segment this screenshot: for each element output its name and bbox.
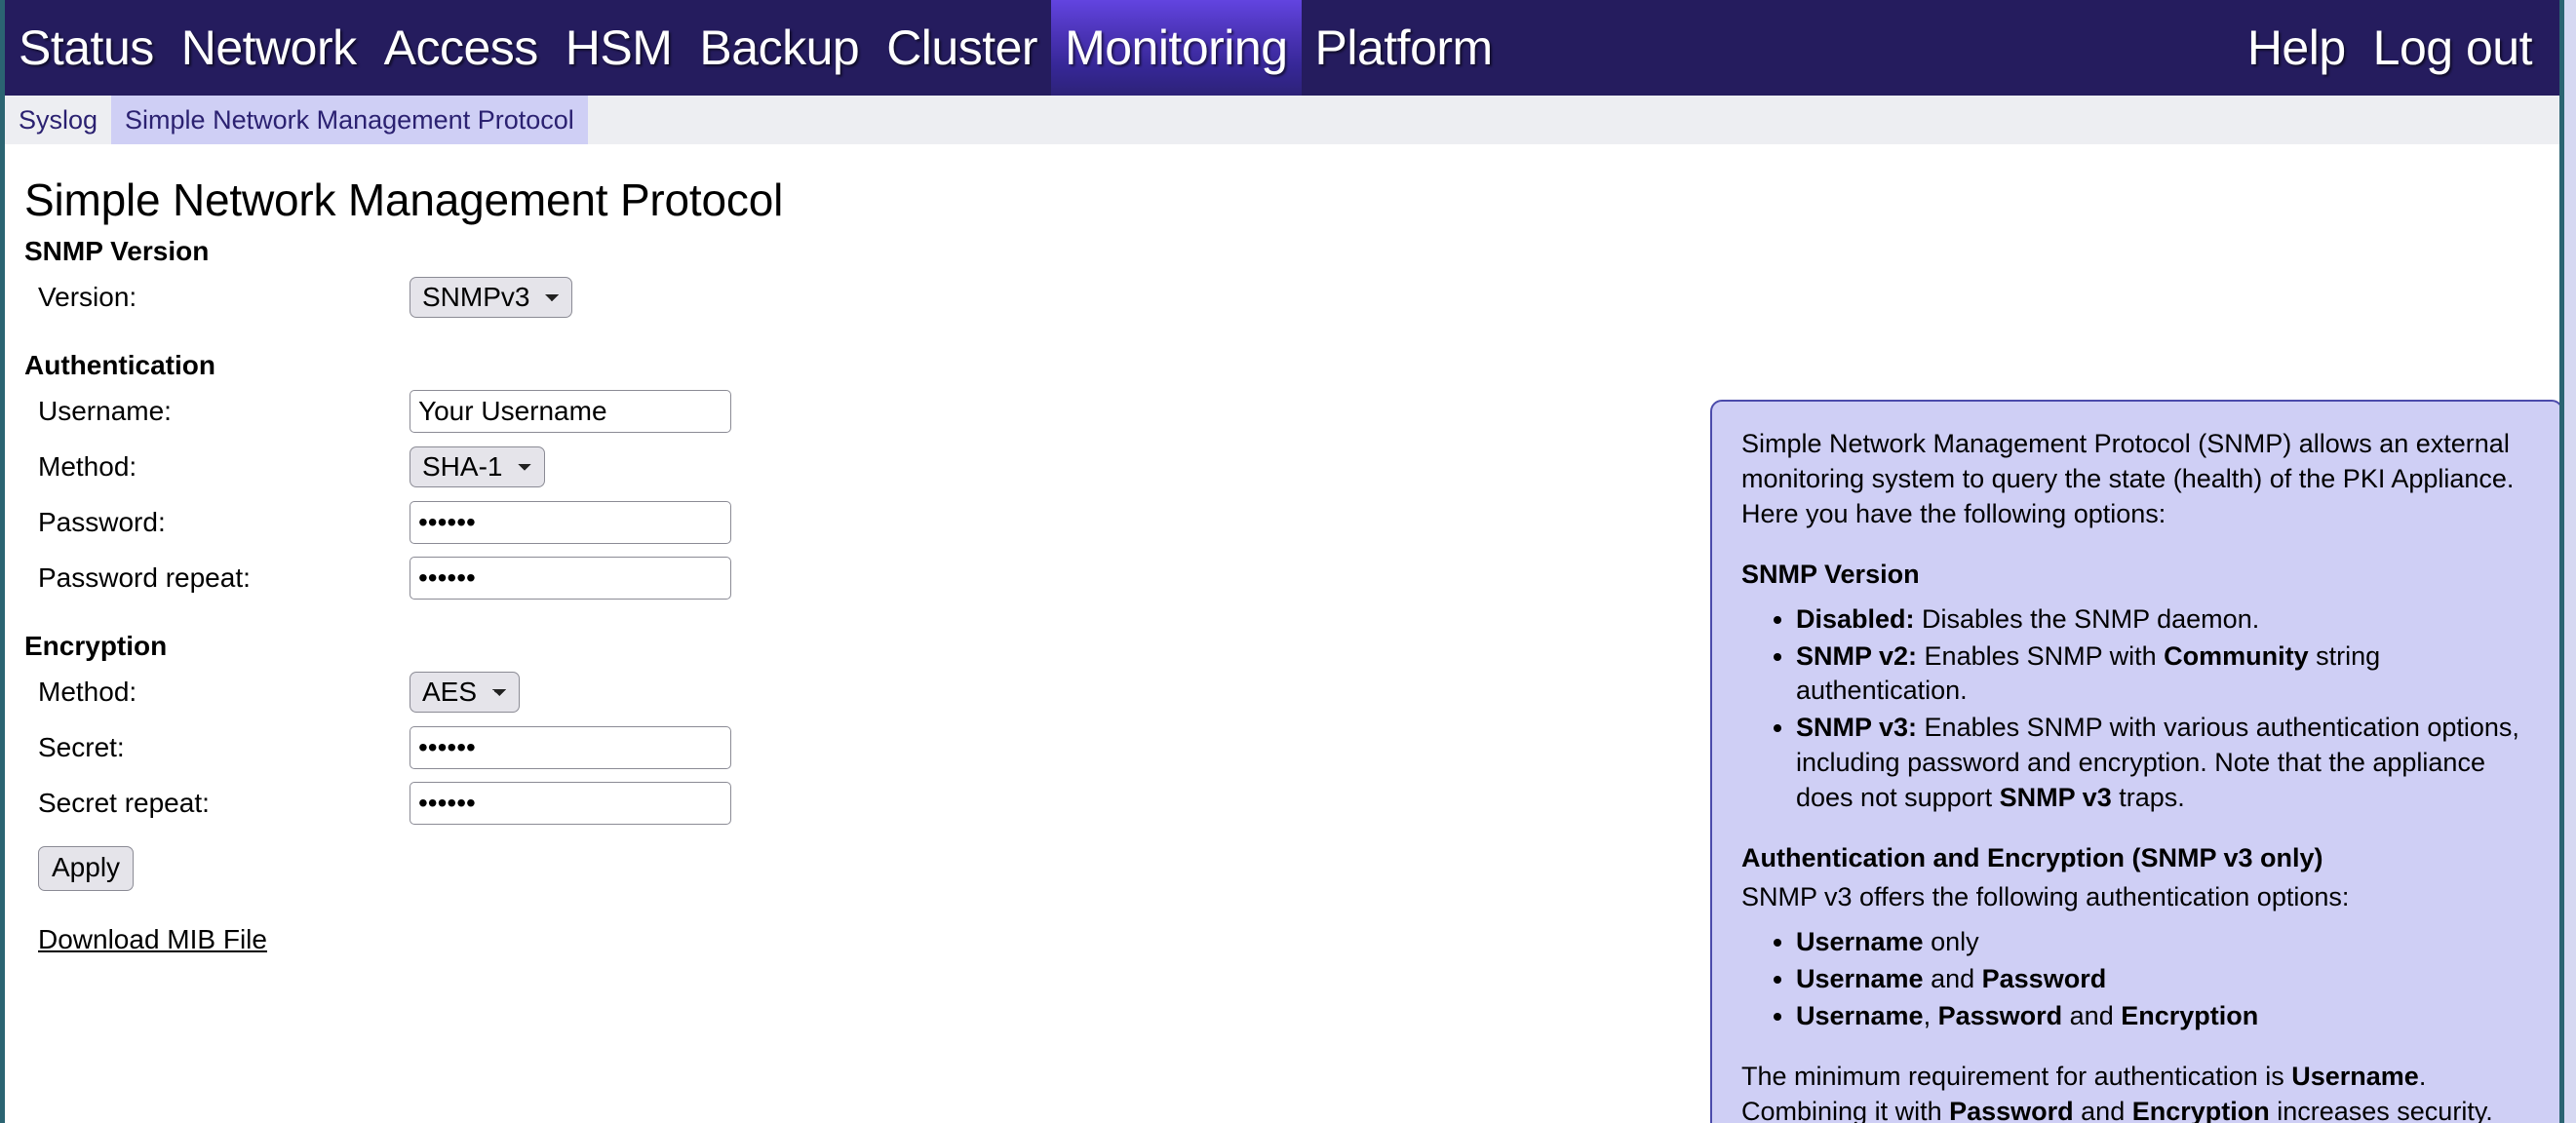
apply-button[interactable]: Apply [38,846,135,891]
bullet-term: Username [1796,1000,1924,1030]
nav-item-logout[interactable]: Log out [2372,20,2533,75]
enc-method-label: Method: [38,676,137,707]
nav-item-hsm[interactable]: HSM [565,20,673,75]
list-item: SNMP v3: Enables SNMP with various authe… [1796,711,2532,816]
bullet-text-2: traps. [2111,783,2185,813]
bullet-text: Enables SNMP with [1917,640,2165,671]
password-row: Password: [24,494,765,550]
list-item: Disabled: Disables the SNMP daemon. [1796,602,2532,638]
main-navigation-bar: Status Network Access HSM Backup Cluster… [5,0,2559,96]
bullet-text: Disables the SNMP daemon. [1914,603,2260,634]
bullet-text: only [1923,926,1979,956]
help-auth-heading: Authentication and Encryption (SNMP v3 o… [1741,843,2323,873]
password-repeat-label: Password repeat: [38,562,251,593]
bullet-text: Enables SNMP with various authentication… [1796,713,2519,813]
nav-item-platform[interactable]: Platform [1314,20,1494,75]
password-repeat-input[interactable] [410,556,731,600]
main-nav-items: Status Network Access HSM Backup Cluster… [5,0,1506,96]
emphasis-term: Username [2291,1061,2419,1091]
help-version-heading: SNMP Version [1741,559,1920,589]
subnav-item-snmp[interactable]: Simple Network Management Protocol [111,96,588,144]
secret-label: Secret: [38,731,125,762]
emphasis-term: Password [1949,1096,2074,1123]
nav-item-status[interactable]: Status [19,20,154,75]
bullet-text-2: and [2062,1000,2122,1030]
nav-item-monitoring[interactable]: Monitoring [1051,0,1302,96]
bullet-term: Disabled: [1796,603,1915,634]
bullet-term-2: Community [2164,640,2309,671]
authentication-heading: Authentication [24,350,215,380]
bullet-term: Username [1796,963,1924,993]
help-panel: Simple Network Management Protocol (SNMP… [1710,400,2559,1123]
page-content: Simple Network Management Protocol SNMP … [5,174,2559,1123]
bullet-term-2: SNMP v3 [1999,783,2112,813]
version-label: Version: [38,281,137,312]
help-auth-intro: SNMP v3 offers the following authenticat… [1741,881,2350,911]
password-repeat-row: Password repeat: [24,550,765,605]
secret-repeat-row: Secret repeat: [24,775,765,831]
list-item: Username only [1796,925,2532,960]
bullet-term-2: Password [1937,1000,2063,1030]
emphasis-term: Encryption [2131,1096,2270,1123]
snmp-version-heading: SNMP Version [24,236,210,266]
subnav-item-syslog[interactable]: Syslog [19,105,98,135]
help-footer: The minimum requirement for authenticati… [1741,1060,2532,1123]
secret-repeat-label: Secret repeat: [38,787,210,818]
auth-method-select[interactable]: SHA-1 [410,445,545,487]
nav-item-network[interactable]: Network [180,20,357,75]
password-label: Password: [38,506,166,537]
version-row: Version: SNMPv3 [24,269,765,325]
bullet-term: Username [1796,926,1924,956]
nav-item-help[interactable]: Help [2246,20,2346,75]
enc-method-row: Method: AES [24,664,765,719]
bullet-text: and [1923,963,1982,993]
list-item: SNMP v2: Enables SNMP with Community str… [1796,639,2532,710]
help-intro: Simple Network Management Protocol (SNMP… [1741,429,2515,528]
main-nav-right-items: Help Log out [2234,0,2559,96]
nav-item-cluster[interactable]: Cluster [886,20,1038,75]
nav-item-access[interactable]: Access [383,20,539,75]
auth-method-row: Method: SHA-1 [24,439,765,494]
sub-navigation-bar: Syslog Simple Network Management Protoco… [5,96,2559,144]
nav-item-backup[interactable]: Backup [699,20,860,75]
secret-row: Secret: [24,719,765,775]
bullet-text: , [1923,1000,1938,1030]
auth-method-label: Method: [38,450,137,482]
username-label: Username: [38,395,172,426]
download-mib-file-link[interactable]: Download MIB File [38,924,267,954]
list-item: Username and Password [1796,962,2532,997]
help-version-bullets: Disabled: Disables the SNMP daemon. SNMP… [1741,602,2532,816]
apply-button-row: Apply [24,831,765,891]
username-row: Username: [24,383,765,439]
enc-method-select[interactable]: AES [410,671,520,713]
username-input[interactable] [410,389,731,433]
list-item: Username, Password and Encryption [1796,999,2532,1034]
secret-input[interactable] [410,725,731,769]
snmp-settings-form: SNMP Version Version: SNMPv3 Authenticat… [24,236,765,955]
version-select[interactable]: SNMPv3 [410,276,572,318]
bullet-term-2: Password [1981,963,2107,993]
help-auth-bullets: Username only Username and Password User… [1741,925,2532,1034]
bullet-term: SNMP v2: [1796,640,1918,671]
secret-repeat-input[interactable] [410,781,731,825]
mib-link-row: Download MIB File [24,891,765,955]
bullet-term-3: Encryption [2121,1000,2259,1030]
password-input[interactable] [410,500,731,544]
page-title: Simple Network Management Protocol [24,174,784,225]
bullet-text-2: string authentication. [1796,640,2381,706]
encryption-heading: Encryption [24,631,168,661]
bullet-term: SNMP v3: [1796,713,1918,743]
